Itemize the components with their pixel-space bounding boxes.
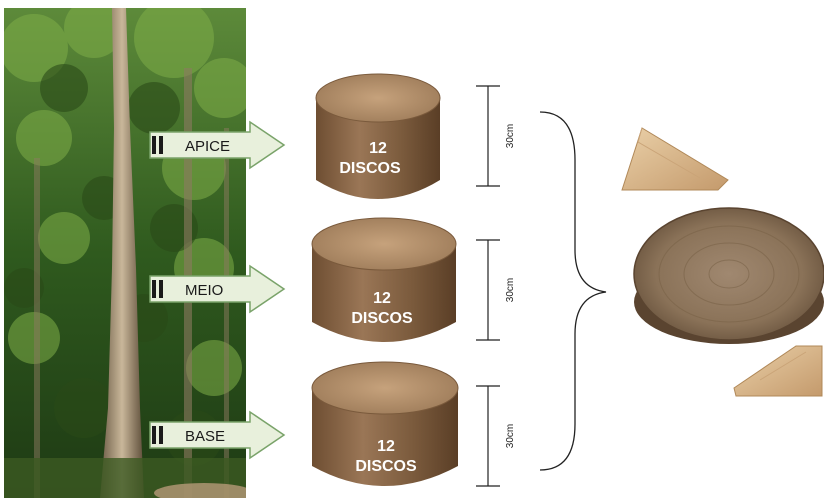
wood-disc-cross-section: [634, 208, 824, 344]
log-section-meio: 12 DISCOS: [312, 218, 456, 342]
wood-wedge-bottom: [734, 346, 822, 396]
curly-brace: [540, 112, 606, 470]
log-section-apice: 12 DISCOS: [316, 74, 440, 199]
arrow-base: BASE: [150, 412, 284, 458]
dimension-base: [476, 386, 500, 486]
disc-count-base: 12: [377, 438, 395, 455]
disc-count-apice: 12: [369, 140, 387, 157]
disc-unit-base: DISCOS: [355, 458, 417, 475]
disc-unit-meio: DISCOS: [351, 310, 413, 327]
dimension-apice: [476, 86, 500, 186]
position-label-apice: APICE: [185, 138, 230, 155]
position-label-base: BASE: [185, 428, 225, 445]
log-section-base: 12 DISCOS: [312, 362, 458, 486]
disc-count-meio: 12: [373, 290, 391, 307]
dimension-label-meio: 30cm: [505, 278, 516, 302]
position-label-meio: MEIO: [185, 282, 223, 299]
dimension-label-apice: 30cm: [505, 124, 516, 148]
arrow-apice: APICE: [150, 122, 284, 168]
arrow-meio: MEIO: [150, 266, 284, 312]
disc-unit-apice: DISCOS: [339, 160, 401, 177]
wood-wedge-top: [622, 128, 728, 190]
dimension-label-base: 30cm: [505, 424, 516, 448]
dimension-meio: [476, 240, 500, 340]
